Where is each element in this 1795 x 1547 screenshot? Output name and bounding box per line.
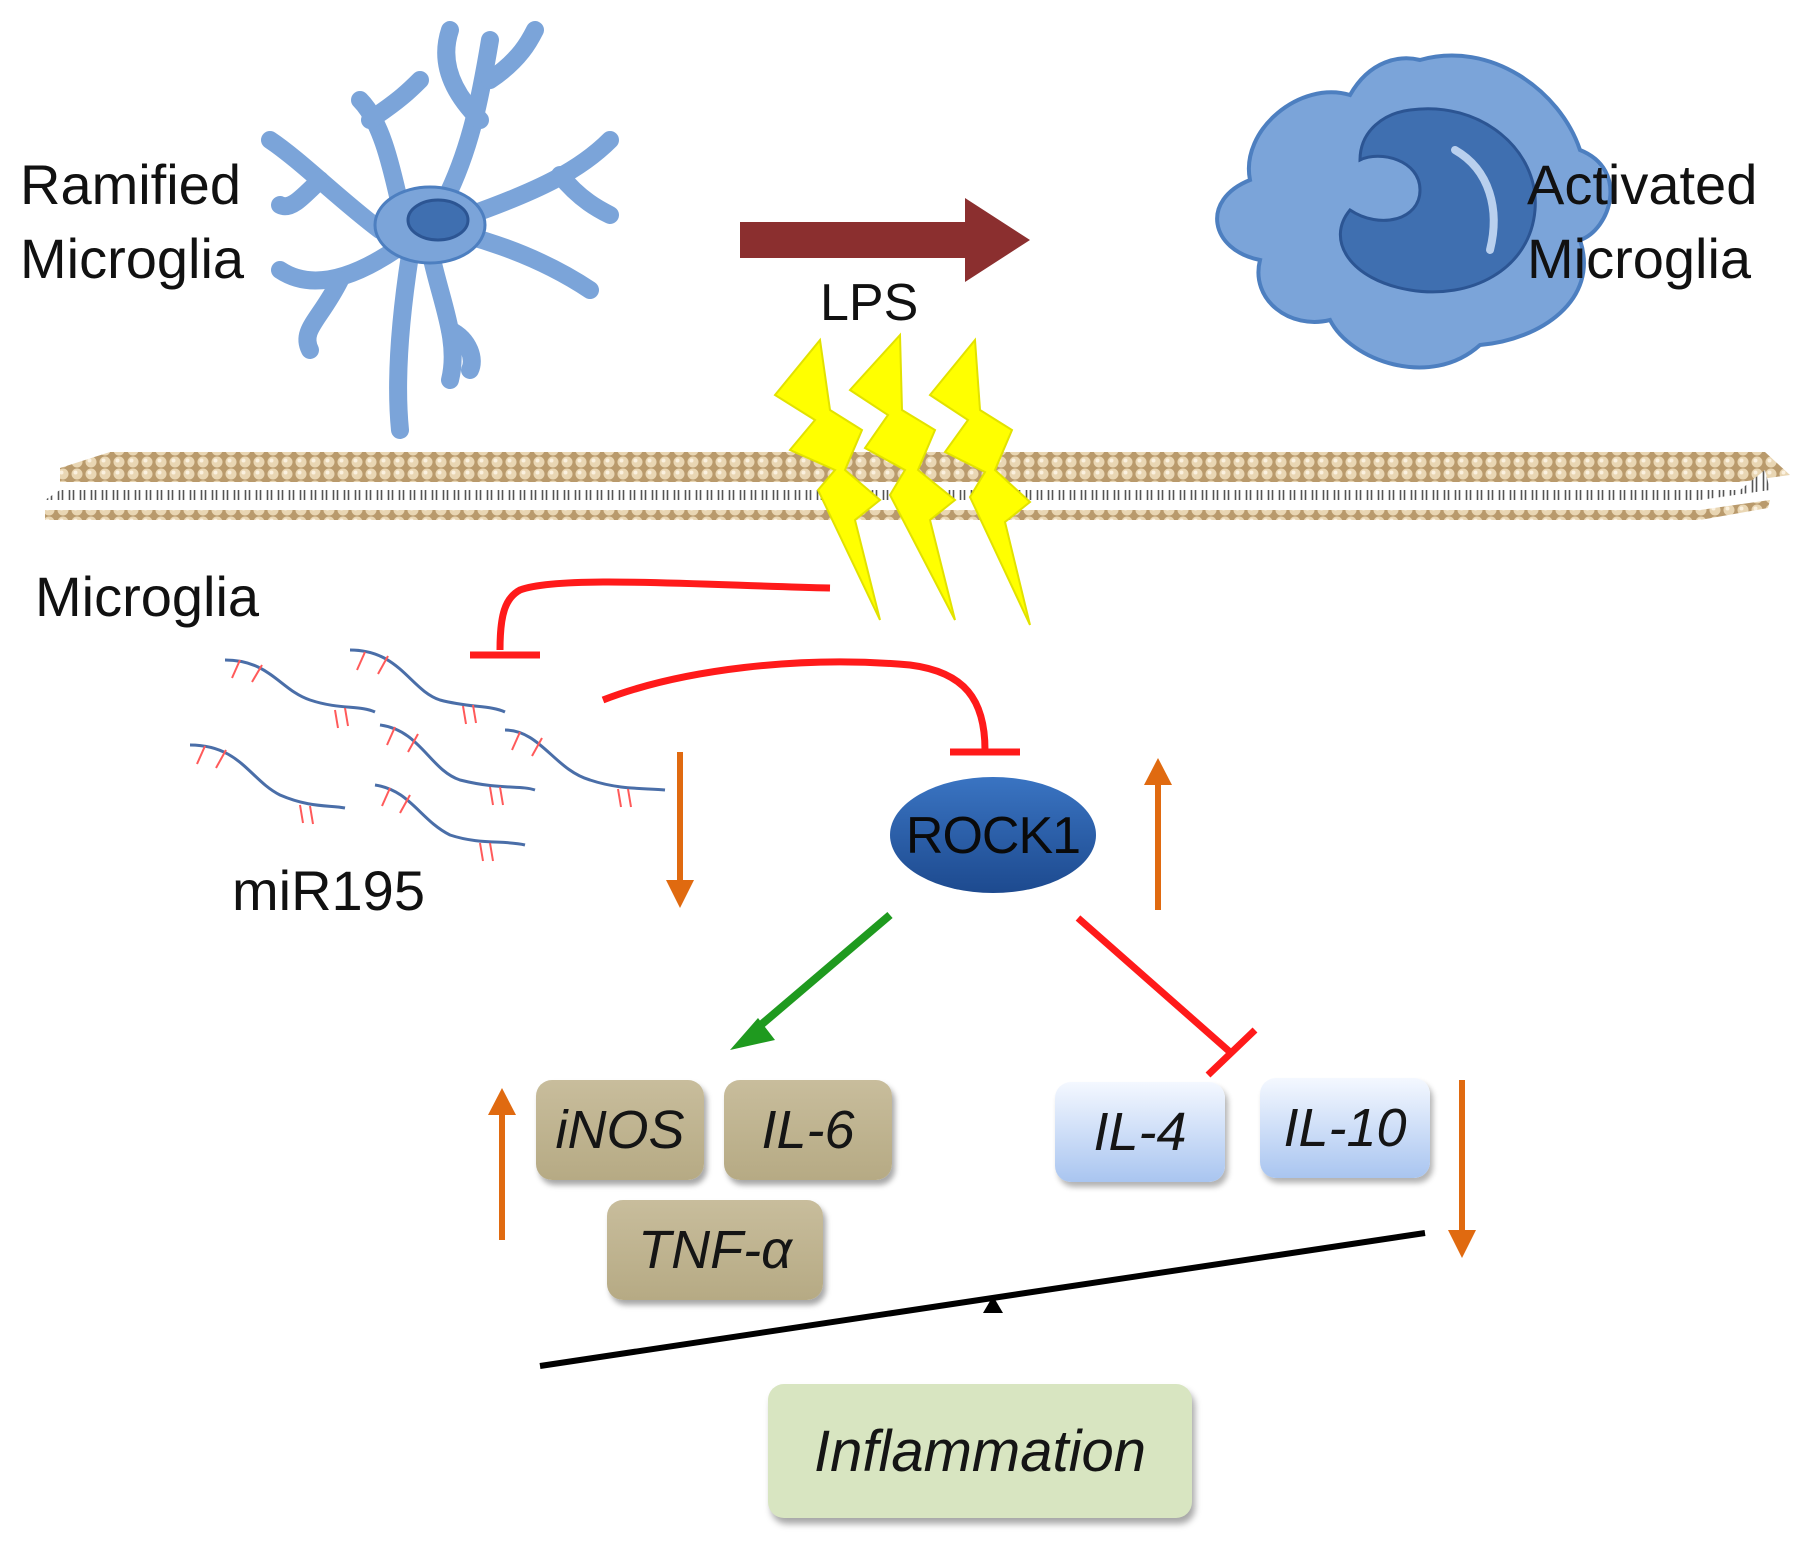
mir195-label: miR195: [232, 859, 425, 922]
rock1-node: [890, 777, 1096, 893]
ramified-microglia-label: Ramified Microglia: [20, 148, 244, 296]
inhibit-mir195-line: [470, 578, 831, 659]
lps-transition-arrow: [740, 198, 1030, 282]
inflammation-box: Inflammation: [768, 1384, 1192, 1518]
inos-box: iNOS: [536, 1080, 704, 1180]
balance-beam: [539, 1230, 1426, 1369]
ramified-label-line2: Microglia: [20, 227, 245, 290]
ramified-label-line1: Ramified: [20, 153, 241, 216]
pro-inflammatory-up-arrow: [488, 1088, 516, 1240]
il6-box: IL-6: [724, 1080, 892, 1180]
mir195-down-arrow: [666, 752, 694, 908]
il10-box: IL-10: [1260, 1078, 1430, 1178]
balance-fulcrum-icon: [983, 1296, 1003, 1313]
il4-box: IL-4: [1055, 1082, 1225, 1182]
membrane-microglia-label: Microglia: [35, 565, 260, 628]
lps-label: LPS: [820, 274, 919, 332]
rock1-label: ROCK1: [905, 807, 1081, 865]
activation-arrow: [730, 911, 893, 1050]
activated-label-line1: Activated: [1527, 153, 1758, 216]
activated-microglia-label: Activated Microglia: [1527, 148, 1757, 296]
rock1-up-arrow: [1144, 758, 1172, 910]
inhibit-il4-line: [1075, 915, 1258, 1078]
lps-lightning-icon: [773, 332, 1032, 626]
anti-inflammatory-down-arrow: [1448, 1080, 1476, 1258]
activated-label-line2: Microglia: [1527, 227, 1752, 290]
mir195-strands: [189, 648, 666, 862]
activated-microglia-icon: [1215, 53, 1613, 370]
inhibit-rock1-line: [601, 658, 1020, 756]
tnf-alpha-box: TNF-α: [607, 1200, 823, 1300]
ramified-microglia-icon: [261, 21, 619, 439]
